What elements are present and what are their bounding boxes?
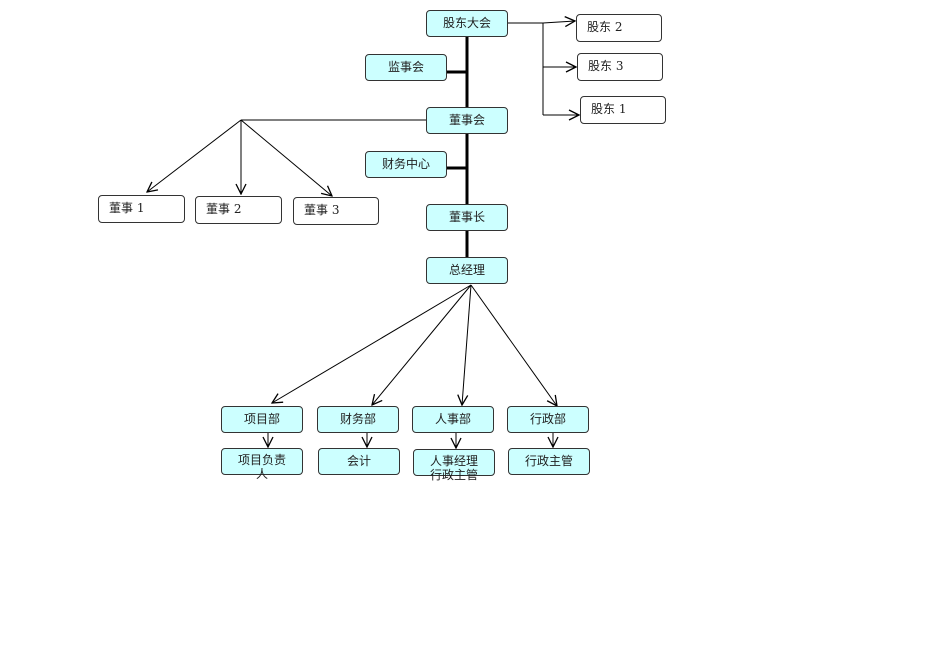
arrow-finance-dept <box>372 284 472 405</box>
node-project-dept: 项目部 <box>221 406 303 433</box>
node-director-2: 董事 2 <box>195 196 282 224</box>
arrow-shareholder-2 <box>542 21 575 23</box>
node-hr-dept: 人事部 <box>412 406 494 433</box>
node-supervisory-board: 监事会 <box>365 54 447 81</box>
node-board: 董事会 <box>426 107 508 134</box>
node-finance-center: 财务中心 <box>365 151 447 178</box>
node-shareholder-1: 股东 1 <box>580 96 666 124</box>
node-project-lead: 项目负责人 <box>221 448 303 481</box>
arrow-director-3 <box>240 119 332 196</box>
hr-admin-supervisor-label: 行政主管 <box>429 468 478 482</box>
arrow-director-1 <box>147 119 242 192</box>
node-general-manager: 总经理 <box>426 257 508 284</box>
node-hr-manager: 人事经理 行政主管 <box>413 449 495 482</box>
hr-manager-label: 人事经理 <box>429 454 478 468</box>
node-admin-supervisor: 行政主管 <box>508 448 590 475</box>
node-chairman: 董事长 <box>426 204 508 231</box>
project-lead-label: 项目负责人 <box>237 453 286 481</box>
node-shareholder-2: 股东 2 <box>576 14 662 42</box>
arrow-admin-dept <box>470 284 557 406</box>
node-admin-dept: 行政部 <box>507 406 589 433</box>
node-shareholders-meeting: 股东大会 <box>426 10 508 37</box>
node-accountant: 会计 <box>318 448 400 475</box>
arrow-project-dept <box>272 284 472 403</box>
node-director-3: 董事 3 <box>293 197 379 225</box>
node-finance-dept: 财务部 <box>317 406 399 433</box>
node-shareholder-3: 股东 3 <box>577 53 663 81</box>
arrow-hr-dept <box>462 284 472 405</box>
node-director-1: 董事 1 <box>98 195 185 223</box>
